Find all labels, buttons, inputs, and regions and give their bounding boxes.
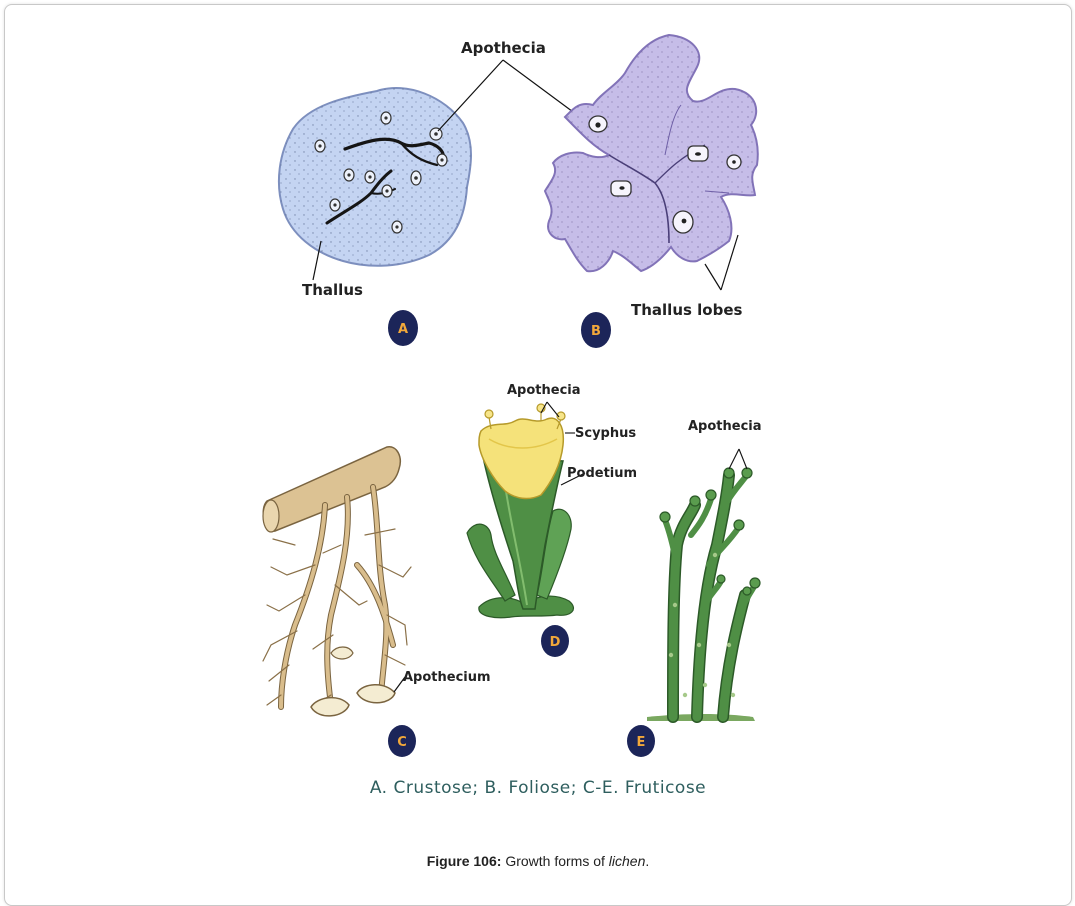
svg-text:B: B: [591, 324, 601, 339]
label-scyphus: Scyphus: [575, 426, 636, 441]
panel-a-crustose: Apothecia Thallus A: [279, 39, 588, 346]
badge-e: E: [627, 725, 655, 757]
label-apothecium: Apothecium: [403, 670, 491, 685]
lichen-figure: Apothecia Thallus A Thallus lobes: [5, 5, 1071, 885]
badge-a: A: [388, 310, 418, 346]
panel-b-foliose: Thallus lobes B: [545, 35, 758, 348]
badge-c: C: [388, 725, 416, 757]
caption-term: lichen: [609, 853, 646, 869]
svg-text:A: A: [398, 322, 408, 337]
label-thallus: Thallus: [302, 281, 363, 299]
panel-d-cup-lichen: Apothecia Scyphus Podetium D: [467, 383, 637, 657]
svg-text:D: D: [550, 635, 561, 650]
label-apothecia-e: Apothecia: [688, 419, 762, 434]
twig: [263, 447, 400, 531]
panel-e-branched-fruticose: Apothecia E: [627, 419, 762, 757]
label-apothecia-d: Apothecia: [507, 383, 581, 398]
figure-caption: Figure 106: Growth forms of lichen.: [5, 853, 1071, 869]
label-thallus-lobes: Thallus lobes: [631, 301, 743, 319]
growth-forms-legend: A. Crustose; B. Foliose; C-E. Fruticose: [5, 778, 1071, 798]
label-podetium: Podetium: [567, 466, 637, 481]
caption-text: Growth forms of: [505, 853, 605, 869]
panel-c-fruticose: Apothecium C: [263, 447, 491, 757]
figure-frame: Apothecia Thallus A Thallus lobes: [4, 4, 1072, 906]
figure-number: Figure 106:: [427, 853, 502, 869]
caption-end: .: [645, 853, 649, 869]
svg-text:C: C: [397, 735, 407, 750]
badge-d: D: [541, 625, 569, 657]
svg-text:E: E: [637, 735, 646, 750]
label-apothecia-a: Apothecia: [461, 39, 546, 57]
badge-b: B: [581, 312, 611, 348]
